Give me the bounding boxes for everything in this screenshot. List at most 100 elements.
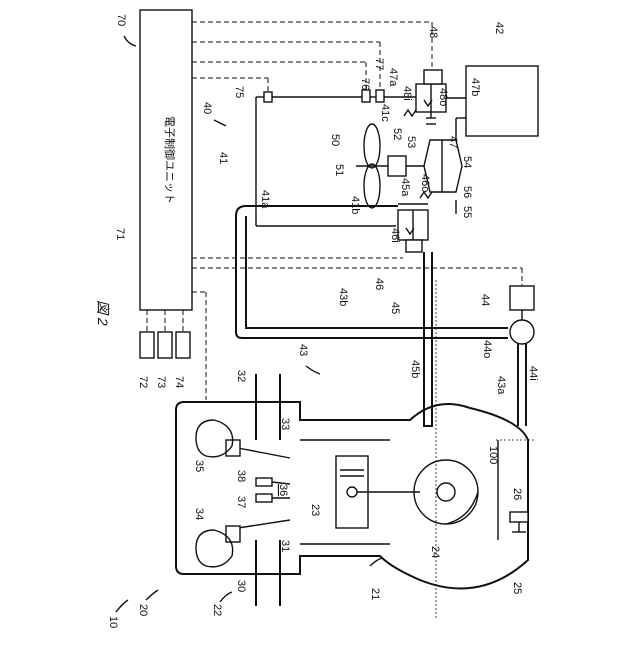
sensor-73 xyxy=(158,332,172,358)
crank-pin xyxy=(437,483,455,501)
piston-23 xyxy=(336,456,420,528)
label-46o: 46o xyxy=(419,174,431,192)
label-34: 34 xyxy=(193,508,205,520)
oil-sensor-head xyxy=(510,512,528,522)
label-72: 72 xyxy=(137,376,149,388)
label-76: 76 xyxy=(359,78,371,90)
fan-blade-bottom xyxy=(364,164,380,208)
label-41: 41 xyxy=(217,152,229,164)
spring-41c xyxy=(404,110,416,116)
intake-valve-spring xyxy=(226,526,240,542)
label-37: 37 xyxy=(235,496,247,508)
crankshaft-24 xyxy=(414,460,478,524)
label-45a: 45a xyxy=(399,178,411,197)
valve-46 xyxy=(398,192,432,252)
injector-37 xyxy=(256,494,272,502)
fan-motor-52 xyxy=(388,156,406,176)
leader-43 xyxy=(306,366,320,374)
label-21: 21 xyxy=(369,588,381,600)
label-10: 10 xyxy=(107,616,119,628)
pipe-43b xyxy=(236,216,508,338)
label-41c: 41c xyxy=(379,104,391,122)
pump-44-body xyxy=(510,320,534,344)
sensor-77 xyxy=(376,90,384,102)
label-47a: 47a xyxy=(387,68,399,87)
label-22: 22 xyxy=(211,604,223,616)
label-44: 44 xyxy=(479,294,491,306)
valve-48-actuator xyxy=(424,70,442,84)
reservoir-42 xyxy=(456,66,538,150)
label-43: 43 xyxy=(297,344,309,356)
label-44o: 44o xyxy=(481,340,493,358)
spark-plug-38 xyxy=(256,478,272,486)
label-50: 50 xyxy=(329,134,341,146)
reservoir-42-box xyxy=(466,66,538,136)
pump-44-motor xyxy=(510,286,534,310)
label-46: 46 xyxy=(373,278,385,290)
leader-70 xyxy=(124,36,136,46)
label-52: 52 xyxy=(391,128,403,140)
leader-20 xyxy=(146,590,158,600)
label-20: 20 xyxy=(137,604,149,616)
label-71: 71 xyxy=(114,228,126,240)
label-70: 70 xyxy=(115,14,127,26)
label-31: 31 xyxy=(279,540,291,552)
label-25: 25 xyxy=(511,582,523,594)
label-32: 32 xyxy=(235,370,247,382)
valve-46-actuator xyxy=(406,240,422,252)
leader-22 xyxy=(220,592,232,602)
label-24: 24 xyxy=(429,546,441,558)
leader-40 xyxy=(214,120,226,126)
label-46i: 46i xyxy=(389,228,401,243)
label-45b: 45b xyxy=(409,360,421,378)
label-38: 38 xyxy=(235,470,247,482)
label-40: 40 xyxy=(201,102,213,114)
leader-10 xyxy=(116,600,128,612)
label-35: 35 xyxy=(193,460,205,472)
label-51: 51 xyxy=(333,164,345,176)
label-47: 47 xyxy=(447,136,459,148)
label-100: 100 xyxy=(487,446,499,464)
ecu-label: 電子制御ユニット xyxy=(163,116,177,204)
label-73: 73 xyxy=(155,376,167,388)
fan-blade-top xyxy=(364,124,380,168)
electronic-control-unit: 電子制御ユニット xyxy=(140,10,192,310)
intake-valve-31 xyxy=(238,520,290,528)
sensor-76 xyxy=(362,90,370,102)
label-26: 26 xyxy=(511,488,523,500)
label-30: 30 xyxy=(235,580,247,592)
label-48i: 48i xyxy=(401,86,413,101)
sensor-74 xyxy=(176,332,190,358)
sensor-75 xyxy=(264,92,272,102)
exhaust-valve-33 xyxy=(238,448,290,458)
label-43b: 43b xyxy=(337,288,349,306)
label-53: 53 xyxy=(405,136,417,148)
label-55: 55 xyxy=(461,206,473,218)
leader-21 xyxy=(370,558,382,566)
label-23: 23 xyxy=(309,504,321,516)
sensor-72 xyxy=(140,332,154,358)
cylinder-head xyxy=(196,374,290,606)
label-43a: 43a xyxy=(495,376,507,395)
piston-pin xyxy=(347,487,357,497)
label-74: 74 xyxy=(173,376,185,388)
label-36: 36 xyxy=(277,484,289,496)
label-48o: 48o xyxy=(437,88,449,106)
label-75: 75 xyxy=(233,86,245,98)
exhaust-cam-35 xyxy=(196,420,233,457)
label-47b: 47b xyxy=(469,78,481,96)
label-54: 54 xyxy=(461,156,473,168)
oil-sensor-26 xyxy=(510,512,528,532)
label-33: 33 xyxy=(279,418,291,430)
label-45: 45 xyxy=(389,302,401,314)
label-41b: 41b xyxy=(349,196,361,214)
label-56: 56 xyxy=(461,186,473,198)
label-41a: 41a xyxy=(259,190,271,209)
label-48: 48 xyxy=(427,26,439,38)
oil-pipe-43 xyxy=(236,206,508,426)
label-42: 42 xyxy=(493,22,505,34)
label-77: 77 xyxy=(373,58,385,70)
figure-label: 図 2 xyxy=(95,300,111,326)
